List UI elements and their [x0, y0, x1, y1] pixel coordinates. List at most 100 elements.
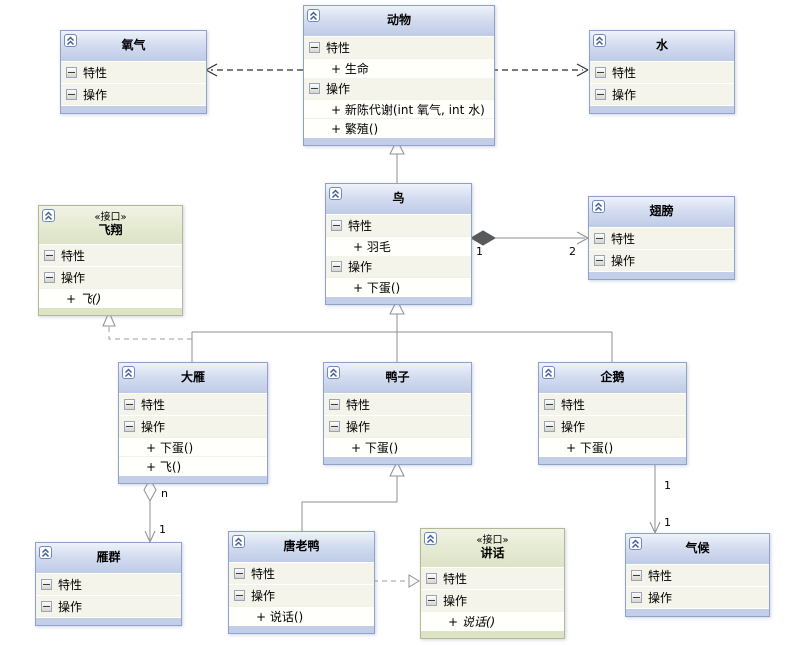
attributes-section-row[interactable]: 特性 — [229, 562, 374, 584]
attributes-section-row[interactable]: 特性 — [326, 214, 471, 236]
collapse-icon[interactable] — [592, 200, 605, 213]
interface-fly[interactable]: «接口» 飞翔 特性 操作 + 飞() — [38, 205, 183, 316]
collapse-icon[interactable] — [39, 546, 52, 559]
member-label: + 下蛋() — [353, 280, 401, 295]
class-goose-flock[interactable]: 雁群 特性 操作 — [35, 542, 182, 626]
dependency-animal-water[interactable] — [492, 63, 589, 77]
attributes-section-row[interactable]: 特性 — [626, 564, 769, 586]
collapse-icon[interactable] — [64, 34, 77, 47]
minus-icon[interactable] — [329, 421, 340, 432]
minus-icon[interactable] — [66, 67, 77, 78]
minus-icon[interactable] — [309, 42, 320, 53]
collapse-icon[interactable] — [424, 532, 437, 545]
class-oxygen[interactable]: 氧气 特性 操作 — [60, 30, 207, 114]
collapse-icon[interactable] — [122, 366, 135, 379]
operations-section-row[interactable]: 操作 — [626, 586, 769, 608]
minus-icon[interactable] — [595, 89, 606, 100]
minus-icon[interactable] — [44, 250, 55, 261]
minus-icon[interactable] — [124, 421, 135, 432]
operations-section-row[interactable]: 操作 — [324, 415, 471, 437]
collapse-icon[interactable] — [593, 34, 606, 47]
attributes-section-row[interactable]: 特性 — [421, 567, 564, 589]
class-climate[interactable]: 气候 特性 操作 — [625, 533, 770, 617]
collapse-icon[interactable] — [629, 537, 642, 550]
operations-section-row[interactable]: 操作 — [421, 589, 564, 611]
attributes-section-row[interactable]: 特性 — [36, 573, 181, 595]
operations-section-row[interactable]: 操作 — [589, 249, 734, 271]
member-label: + 下蛋() — [146, 440, 194, 455]
minus-icon[interactable] — [631, 592, 642, 603]
multiplicity-label: 1 — [159, 523, 166, 536]
minus-icon[interactable] — [44, 272, 55, 283]
class-donald-duck[interactable]: 唐老鸭 特性 操作 + 说话() — [228, 531, 375, 634]
generalization-donald-duck[interactable] — [301, 460, 405, 531]
minus-icon[interactable] — [41, 579, 52, 590]
collapse-icon[interactable] — [327, 366, 340, 379]
operations-section-row[interactable]: 操作 — [326, 255, 471, 277]
operations-section-row[interactable]: 操作 — [36, 595, 181, 617]
minus-icon[interactable] — [66, 89, 77, 100]
minus-icon[interactable] — [544, 399, 555, 410]
composition-bird-wings[interactable]: 1 2 — [470, 230, 589, 258]
section-label: 特性 — [141, 398, 166, 412]
association-penguin-climate[interactable]: 1 1 — [649, 460, 671, 534]
interface-speak[interactable]: «接口» 讲话 特性 操作 + 说话() — [420, 528, 565, 639]
attributes-section-row[interactable]: 特性 — [39, 244, 182, 266]
minus-icon[interactable] — [426, 573, 437, 584]
minus-icon[interactable] — [331, 220, 342, 231]
attributes-section-row[interactable]: 特性 — [119, 393, 267, 415]
attributes-section-row[interactable]: 特性 — [590, 61, 734, 83]
collapse-icon[interactable] — [329, 187, 342, 200]
collapse-icon[interactable] — [232, 535, 245, 548]
class-water[interactable]: 水 特性 操作 — [589, 30, 735, 114]
generalization-tree-bird[interactable] — [191, 298, 613, 362]
minus-icon[interactable] — [234, 590, 245, 601]
collapse-icon[interactable] — [542, 366, 555, 379]
multiplicity-label: 1 — [476, 245, 483, 258]
operations-section-row[interactable]: 操作 — [119, 415, 267, 437]
attributes-section-row[interactable]: 特性 — [324, 393, 471, 415]
minus-icon[interactable] — [124, 399, 135, 410]
collapse-icon[interactable] — [42, 209, 55, 222]
minus-icon[interactable] — [595, 67, 606, 78]
class-wings[interactable]: 翅膀 特性 操作 — [588, 196, 735, 280]
class-wild-goose[interactable]: 大雁 特性 操作 + 下蛋() + 飞() — [118, 362, 268, 484]
minus-icon[interactable] — [309, 83, 320, 94]
class-bird[interactable]: 鸟 特性 + 羽毛 操作 + 下蛋() — [325, 183, 472, 305]
class-penguin[interactable]: 企鹅 特性 操作 + 下蛋() — [538, 362, 687, 465]
section-label: 特性 — [58, 578, 83, 592]
attributes-section-row[interactable]: 特性 — [589, 227, 734, 249]
attributes-section-row[interactable]: 特性 — [539, 393, 686, 415]
minus-icon[interactable] — [426, 595, 437, 606]
collapse-icon[interactable] — [307, 9, 320, 22]
section-label: 操作 — [346, 420, 371, 434]
operations-section-row[interactable]: 操作 — [229, 584, 374, 606]
minus-icon[interactable] — [331, 261, 342, 272]
minus-icon[interactable] — [594, 233, 605, 244]
minus-icon[interactable] — [544, 421, 555, 432]
operations-section-row[interactable]: 操作 — [61, 83, 206, 105]
minus-icon[interactable] — [41, 601, 52, 612]
class-duck[interactable]: 鸭子 特性 操作 + 下蛋() — [323, 362, 472, 465]
section-label: 操作 — [58, 600, 83, 614]
member-label: + 生命 — [331, 61, 369, 76]
class-header: 雁群 — [36, 543, 181, 573]
minus-icon[interactable] — [594, 255, 605, 266]
realization-goose-fly[interactable] — [102, 310, 192, 340]
member-row: + 说话() — [229, 606, 374, 625]
dependency-animal-oxygen[interactable] — [205, 63, 303, 77]
minus-icon[interactable] — [329, 399, 340, 410]
minus-icon[interactable] — [631, 570, 642, 581]
generalization-bird-animal[interactable] — [389, 138, 405, 183]
attributes-section-row[interactable]: 特性 — [304, 36, 494, 58]
operations-section-row[interactable]: 操作 — [539, 415, 686, 437]
attributes-section-row[interactable]: 特性 — [61, 61, 206, 83]
minus-icon[interactable] — [234, 568, 245, 579]
operations-section-row[interactable]: 操作 — [304, 77, 494, 99]
class-animal[interactable]: 动物 特性 + 生命 操作 + 新陈代谢(int 氧气, int 水) + 繁殖… — [303, 5, 495, 146]
operations-section-row[interactable]: 操作 — [39, 266, 182, 288]
realization-donald-speak[interactable] — [373, 574, 420, 588]
aggregation-goose-flock[interactable]: n 1 — [143, 477, 168, 543]
operations-section-row[interactable]: 操作 — [590, 83, 734, 105]
